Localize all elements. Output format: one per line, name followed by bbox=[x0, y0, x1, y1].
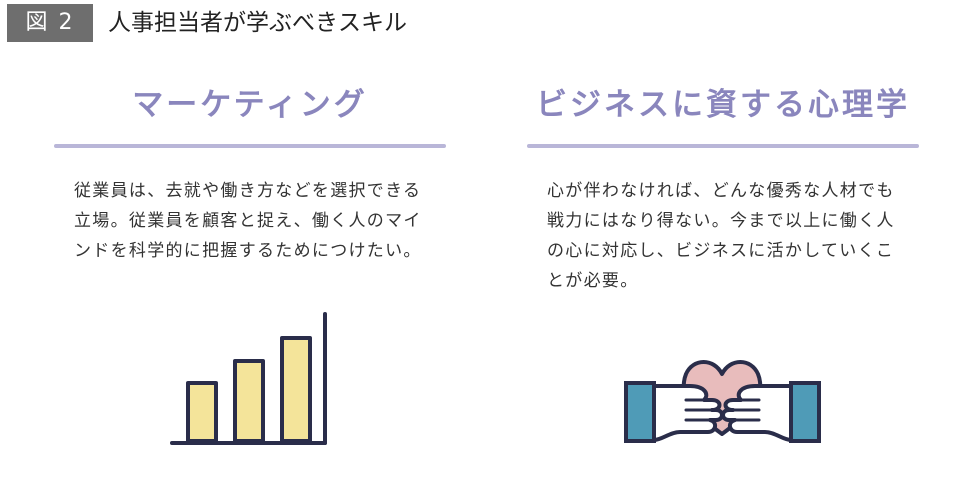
column-body: 心が伴わなければ、どんな優秀な人材でも戦力にはなり得ない。今まで以上に働く人の心… bbox=[547, 181, 895, 291]
bar-chart-icon bbox=[170, 312, 327, 445]
right-hand bbox=[721, 384, 793, 442]
column-heading: マーケティング bbox=[132, 87, 368, 123]
column-heading: ビジネスに資する心理学 bbox=[536, 87, 910, 123]
left-cuff bbox=[624, 381, 656, 443]
chart-bar bbox=[186, 381, 218, 443]
figure-title: 人事担当者が学ぶべきスキル bbox=[108, 10, 407, 36]
heading-divider bbox=[54, 144, 446, 148]
heading-divider bbox=[527, 144, 919, 148]
chart-bar bbox=[233, 359, 265, 443]
figure-label: 図 2 bbox=[7, 4, 93, 42]
column-marketing: マーケティング 従業員は、去就や働き方などを選択できる立場。従業員を顧客と捉え、… bbox=[54, 80, 446, 266]
column-body: 従業員は、去就や働き方などを選択できる立場。従業員を顧客と捉え、働く人のマインド… bbox=[74, 181, 422, 261]
hands-heart-icon bbox=[624, 360, 821, 443]
chart-bar bbox=[280, 336, 312, 443]
right-cuff bbox=[789, 381, 821, 443]
column-psychology: ビジネスに資する心理学 心が伴わなければ、どんな優秀な人材でも戦力にはなり得ない… bbox=[527, 80, 919, 296]
